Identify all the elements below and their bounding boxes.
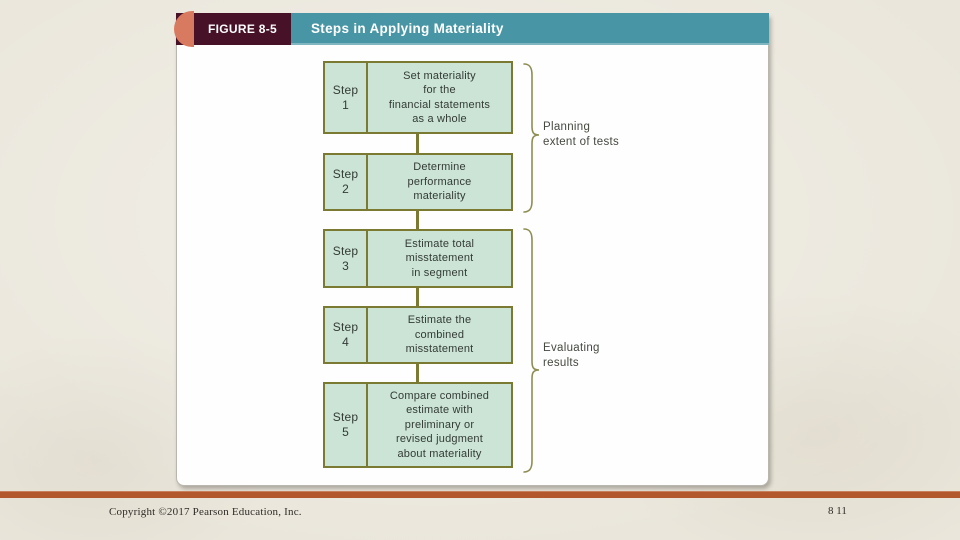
step-3-label: Step 3 [325, 231, 368, 286]
step-4-description: Estimate the combined misstatement [405, 314, 474, 356]
connector-line-1 [416, 134, 419, 153]
step-3-description: Estimate total misstatement in segment [404, 237, 475, 279]
figure-title: Steps in Applying Materiality [291, 13, 769, 45]
step-4-label: Step 4 [325, 308, 368, 362]
footer-rule [0, 491, 960, 498]
copyright-text: Copyright ©2017 Pearson Education, Inc. [109, 506, 302, 518]
step-row-4: Step 4 Estimate the combined misstatemen… [323, 306, 513, 364]
step-5-description: Compare combined estimate with prelimina… [389, 389, 490, 460]
step-5-label: Step 5 [325, 384, 368, 466]
evaluating-group-brace [523, 228, 540, 473]
connector-line-4 [416, 364, 419, 382]
accent-half-circle [174, 11, 194, 47]
page-number: 8 11 [828, 505, 847, 517]
connector-line-3 [416, 288, 419, 306]
step-row-3: Step 3 Estimate total misstatement in se… [323, 229, 513, 288]
step-row-1: Step 1 Set materiality for the financial… [323, 61, 513, 134]
connector-line-2 [416, 211, 419, 229]
figure-header: FIGURE 8-5 Steps in Applying Materiality [176, 13, 769, 45]
step-2-description: Determine performance materiality [407, 161, 472, 203]
figure-card: FIGURE 8-5 Steps in Applying Materiality… [174, 11, 769, 486]
planning-group-label: Planning extent of tests [543, 121, 620, 148]
step-row-2: Step 2 Determine performance materiality [323, 153, 513, 211]
step-1-label: Step 1 [325, 63, 368, 132]
step-2-label: Step 2 [325, 155, 368, 209]
planning-group-brace [523, 63, 540, 213]
step-1-description: Set materiality for the financial statem… [388, 69, 491, 126]
evaluating-group-label: Evaluating results [543, 342, 600, 369]
step-row-5: Step 5 Compare combined estimate with pr… [323, 382, 513, 468]
figure-label: FIGURE 8-5 [176, 13, 291, 45]
